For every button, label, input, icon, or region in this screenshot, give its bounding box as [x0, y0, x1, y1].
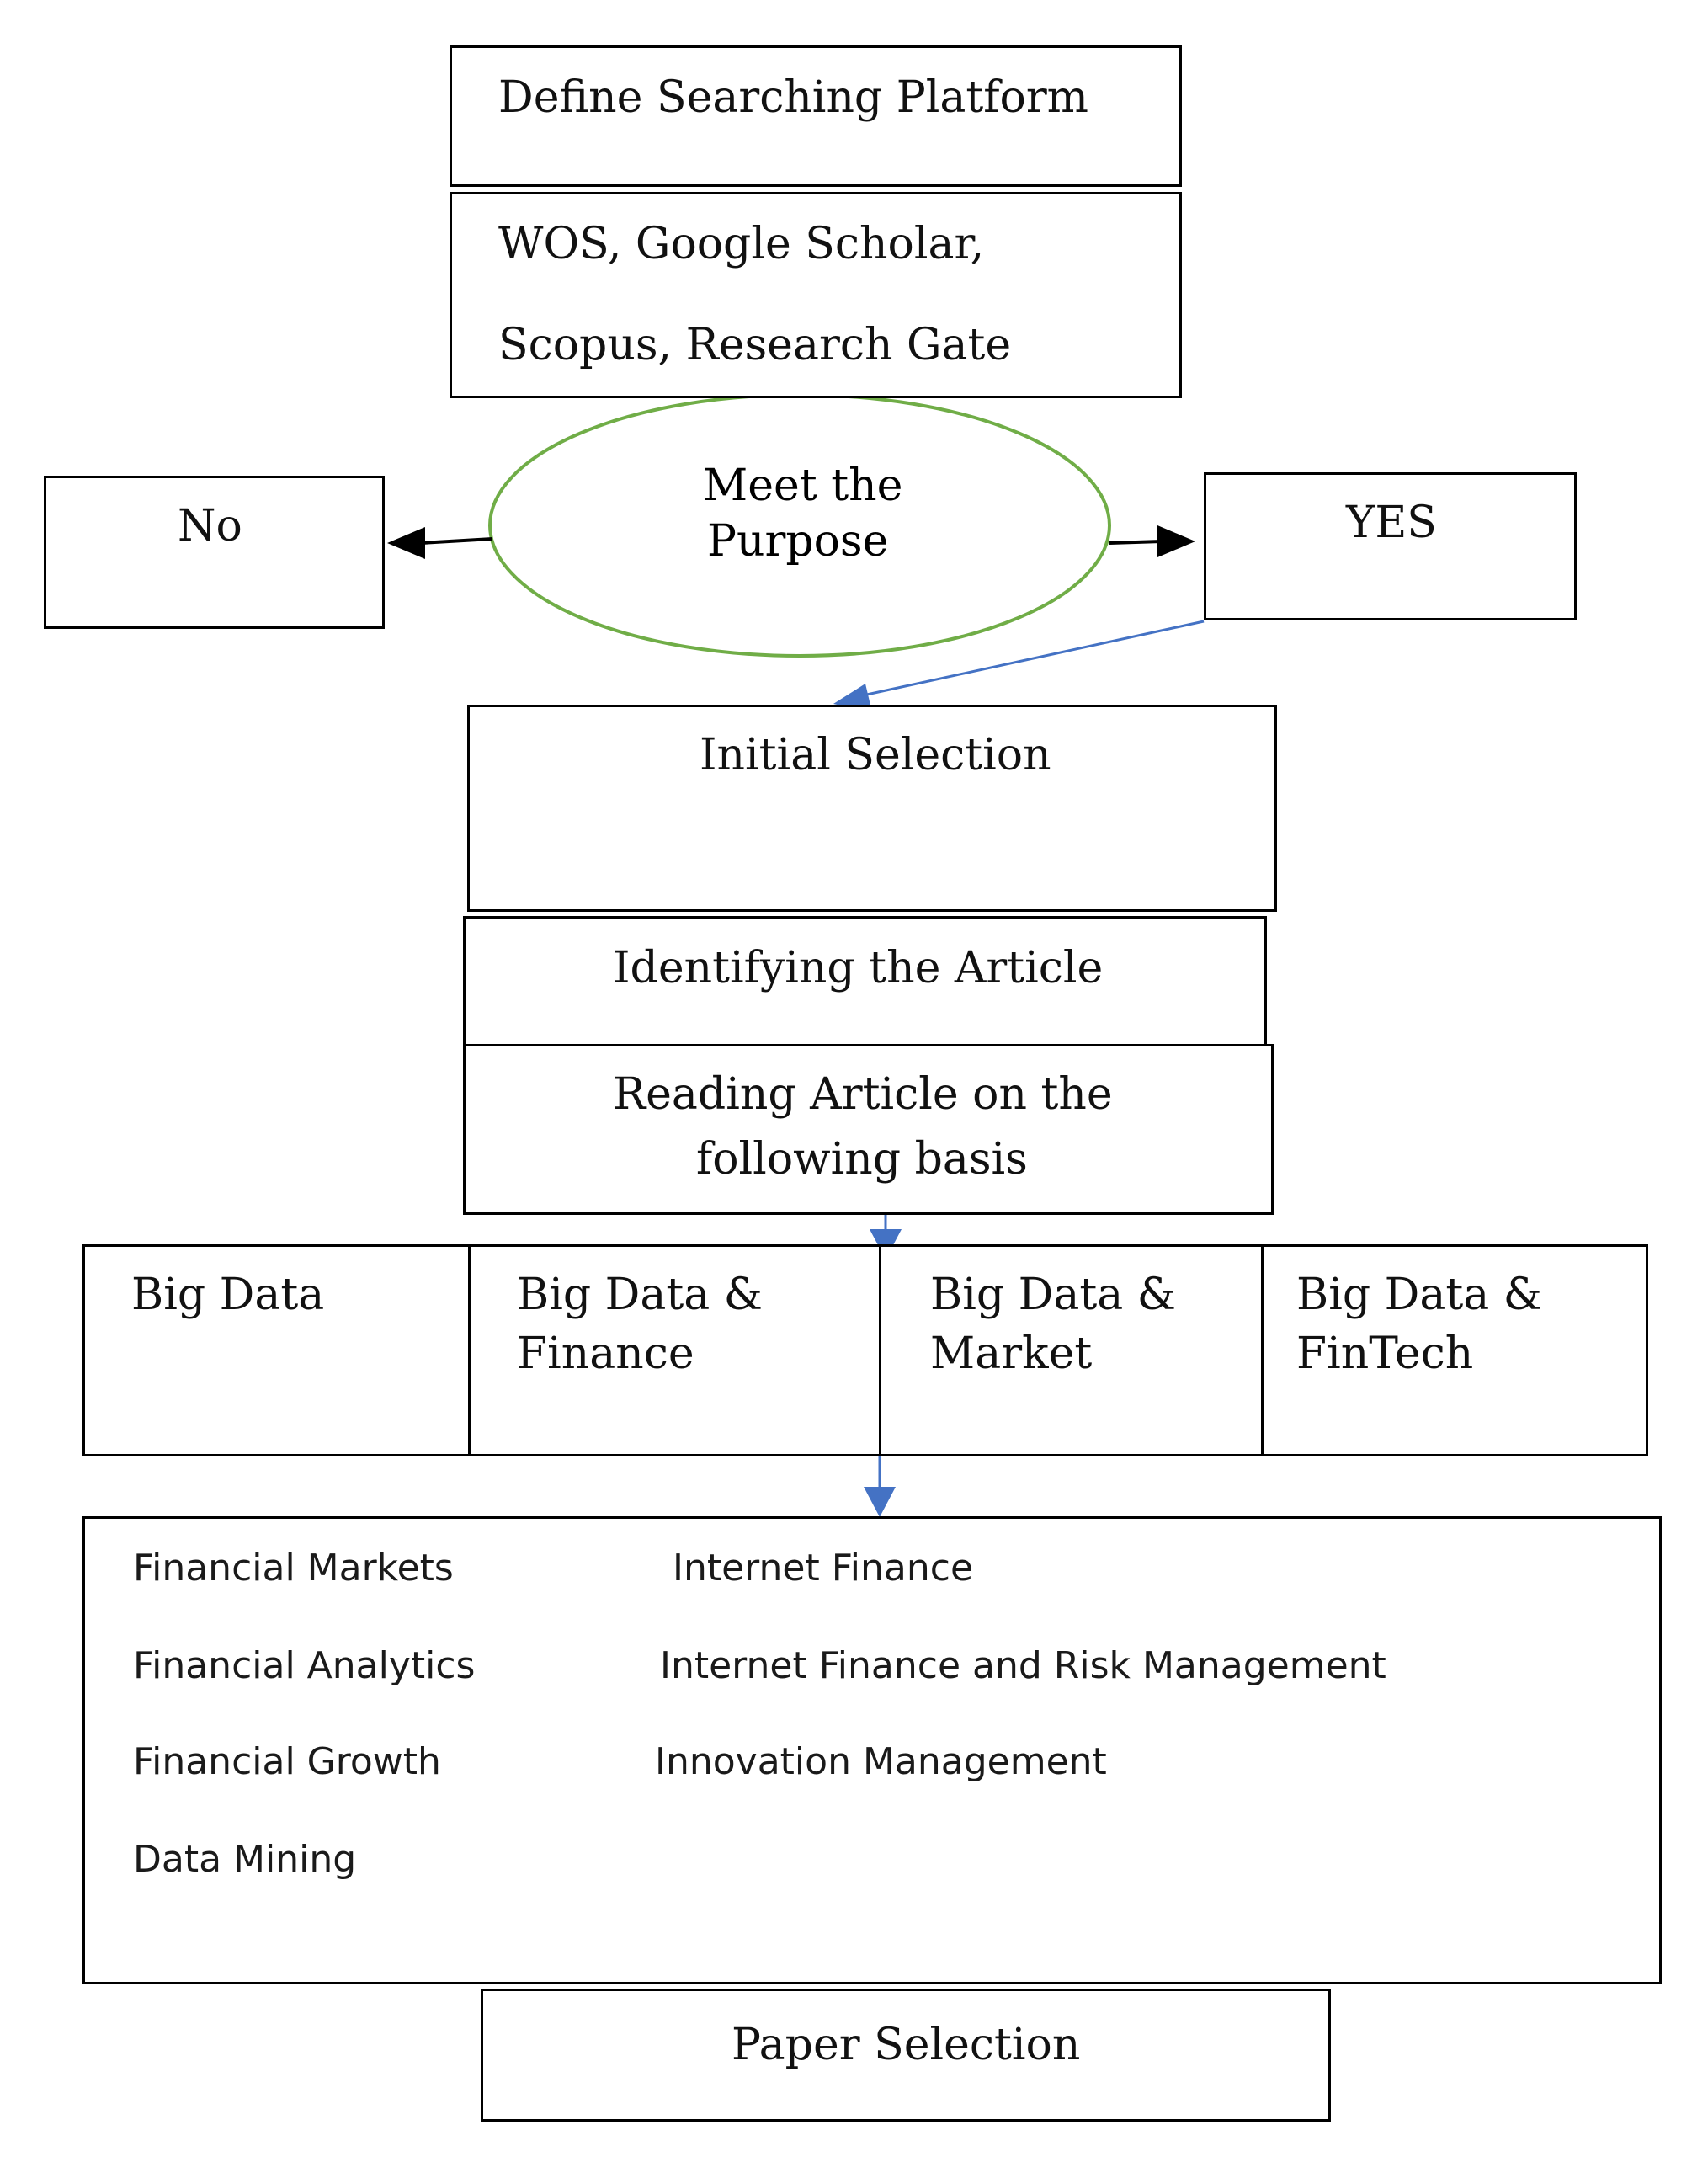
define-platform-box: Define Searching Platform [450, 45, 1182, 187]
yes-box: YES [1204, 472, 1577, 620]
basis-finance-cell: Big Data & Finance [468, 1244, 884, 1456]
define-platform-label: Define Searching Platform [498, 72, 1088, 123]
topic-right-1: Internet Finance [673, 1547, 974, 1590]
arrow-basis-to-topics-head [864, 1487, 896, 1517]
reading-line-1: Reading Article on the [613, 1069, 1113, 1120]
basis-big-data-cell: Big Data [82, 1244, 471, 1456]
topic-left-1: Financial Markets [133, 1547, 454, 1590]
basis-fintech-line-1: Big Data & [1296, 1270, 1543, 1320]
decision-line-1: Meet the [703, 461, 903, 511]
topic-right-2: Internet Finance and Risk Management [660, 1644, 1386, 1687]
topic-left-3: Financial Growth [133, 1740, 441, 1783]
no-box: No [44, 476, 385, 629]
arrow-yes-to-initial-line [862, 620, 1205, 697]
basis-big-data-label: Big Data [131, 1270, 325, 1320]
topics-box: Financial Markets Financial Analytics Fi… [82, 1516, 1662, 1984]
platforms-line-1: WOS, Google Scholar, [498, 219, 985, 269]
paper-selection-box: Paper Selection [481, 1989, 1331, 2122]
arrow-to-no-line [420, 537, 493, 545]
identifying-box: Identifying the Article [463, 916, 1267, 1046]
topic-left-2: Financial Analytics [133, 1644, 476, 1687]
topic-right-3: Innovation Management [655, 1740, 1107, 1783]
basis-market-line-1: Big Data & [930, 1270, 1177, 1320]
no-label: No [178, 501, 242, 551]
basis-market-line-2: Market [930, 1329, 1093, 1379]
basis-fintech-cell: Big Data & FinTech [1261, 1244, 1648, 1456]
arrow-to-no-head [387, 527, 425, 559]
basis-market-cell: Big Data & Market [879, 1244, 1264, 1456]
platforms-line-2: Scopus, Research Gate [498, 320, 1012, 370]
decision-line-2: Purpose [707, 516, 889, 567]
identifying-label: Identifying the Article [613, 943, 1104, 993]
basis-finance-line-2: Finance [517, 1329, 694, 1379]
initial-selection-label: Initial Selection [700, 730, 1051, 780]
topic-left-4: Data Mining [133, 1838, 357, 1881]
basis-finance-line-1: Big Data & [517, 1270, 764, 1320]
platforms-box: WOS, Google Scholar, Scopus, Research Ga… [450, 192, 1182, 398]
yes-label: YES [1346, 498, 1437, 548]
arrow-to-yes-head [1157, 525, 1195, 557]
paper-selection-label: Paper Selection [732, 2020, 1081, 2070]
basis-fintech-line-2: FinTech [1296, 1329, 1474, 1379]
reading-box: Reading Article on the following basis [463, 1044, 1274, 1215]
arrow-to-yes-line [1109, 540, 1163, 545]
initial-selection-box: Initial Selection [467, 705, 1277, 912]
reading-line-2: following basis [696, 1134, 1028, 1185]
